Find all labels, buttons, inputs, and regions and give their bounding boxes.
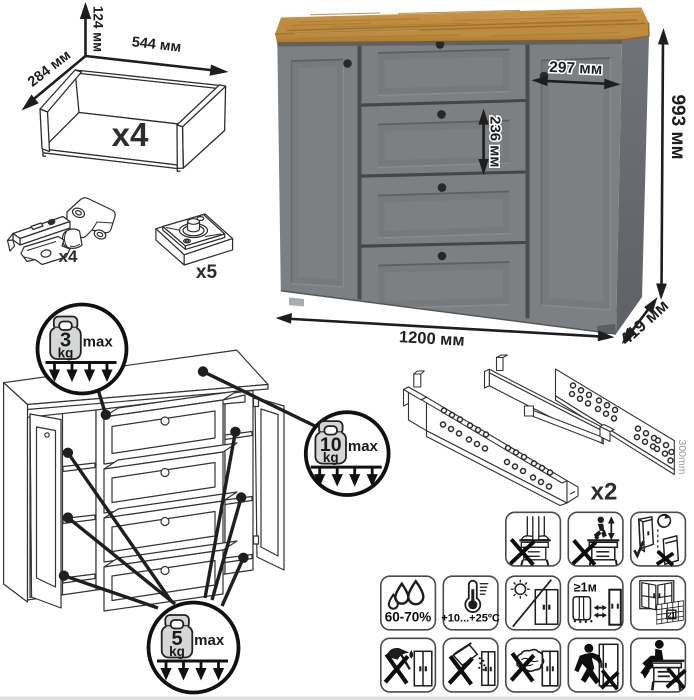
svg-text:3: 3: [60, 330, 71, 352]
svg-text:10: 10: [320, 434, 342, 456]
svg-text:max: max: [83, 334, 114, 351]
svg-text:60-70%: 60-70%: [385, 610, 432, 625]
svg-text:993 мм: 993 мм: [667, 94, 688, 159]
svg-text:max: max: [194, 632, 225, 649]
svg-text:5: 5: [171, 628, 182, 650]
svg-text:236 мм: 236 мм: [487, 116, 504, 167]
svg-text:x5: x5: [196, 262, 218, 283]
svg-text:+10...+25ºC: +10...+25ºC: [441, 613, 500, 625]
svg-text:544 мм: 544 мм: [131, 34, 182, 56]
svg-text:kg: kg: [169, 644, 185, 659]
svg-text:kg: kg: [323, 450, 339, 465]
svg-text:kg: kg: [58, 346, 74, 361]
svg-text:x4: x4: [112, 116, 149, 153]
svg-text:≥1м: ≥1м: [574, 581, 597, 595]
svg-text:x4: x4: [59, 247, 78, 266]
svg-text:x2: x2: [591, 479, 618, 506]
svg-text:297 мм: 297 мм: [549, 59, 603, 78]
svg-text:21: 21: [668, 612, 676, 619]
svg-text:124 мм: 124 мм: [91, 6, 106, 52]
svg-text:300mm: 300mm: [676, 439, 688, 474]
svg-text:1200 мм: 1200 мм: [398, 328, 465, 350]
svg-text:max: max: [348, 438, 379, 455]
